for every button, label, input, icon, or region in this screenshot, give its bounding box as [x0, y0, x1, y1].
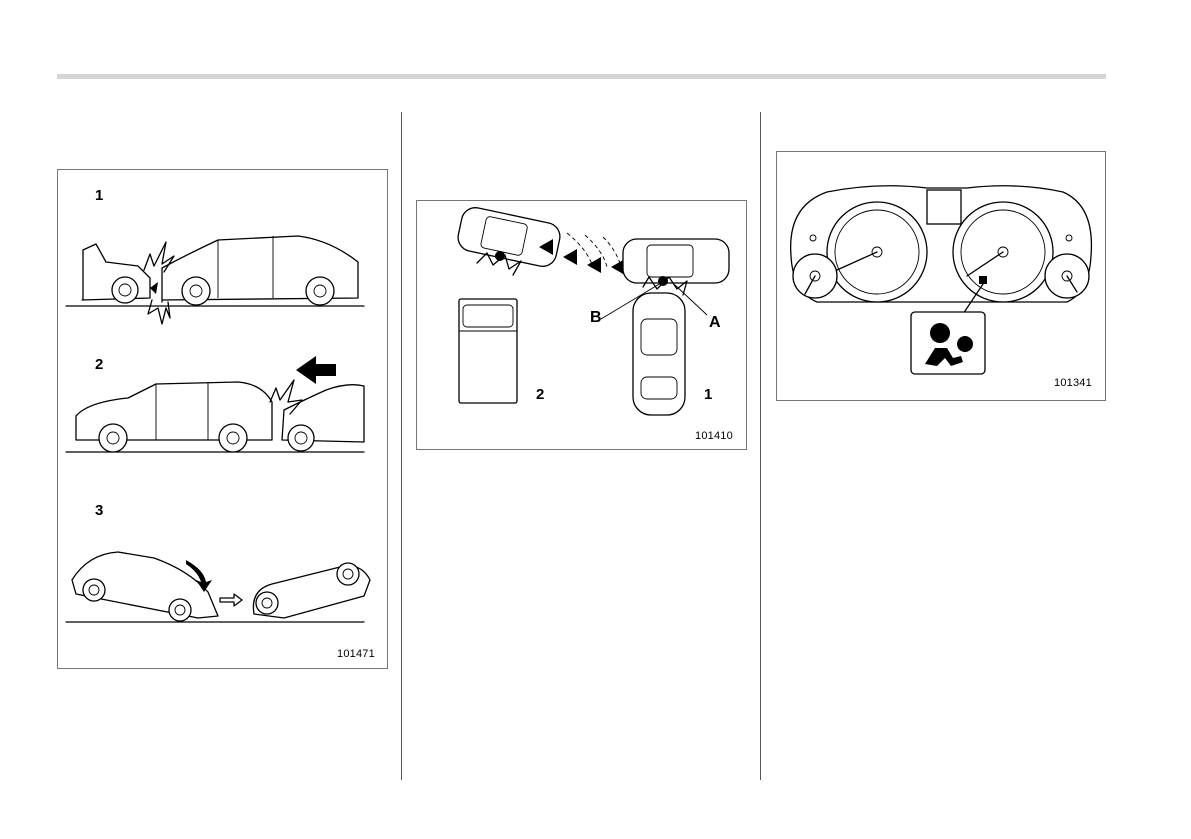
- instrument-cluster-illustration: [777, 152, 1105, 400]
- airbag-warning-light-icon: [911, 312, 985, 374]
- column-divider-right: [760, 112, 761, 780]
- rollover-illustration: [66, 552, 370, 622]
- figure-code: 101341: [1054, 377, 1092, 389]
- pickup-truck: [459, 299, 517, 403]
- vehicle-label-1: 1: [704, 386, 712, 403]
- side-collision-figure: B A 2 1 101410: [416, 200, 747, 450]
- sedan-car: [633, 293, 685, 415]
- column-divider-left: [401, 112, 402, 780]
- frontal-collision-illustration: [66, 236, 364, 324]
- instrument-cluster-figure: 101341: [776, 151, 1106, 401]
- callout-a: A: [709, 314, 721, 332]
- vehicle-label-2: 2: [536, 386, 544, 403]
- side-collision-illustration: [417, 201, 746, 449]
- header-rule: [57, 74, 1106, 79]
- rear-collision-illustration: [66, 356, 364, 452]
- figure-code: 101471: [337, 648, 375, 660]
- figure-code: 101410: [695, 430, 733, 442]
- car-trajectory: [456, 205, 729, 295]
- collision-illustrations: [58, 170, 387, 668]
- collision-types-figure: 1 2 3: [57, 169, 388, 669]
- callout-b: B: [590, 309, 602, 327]
